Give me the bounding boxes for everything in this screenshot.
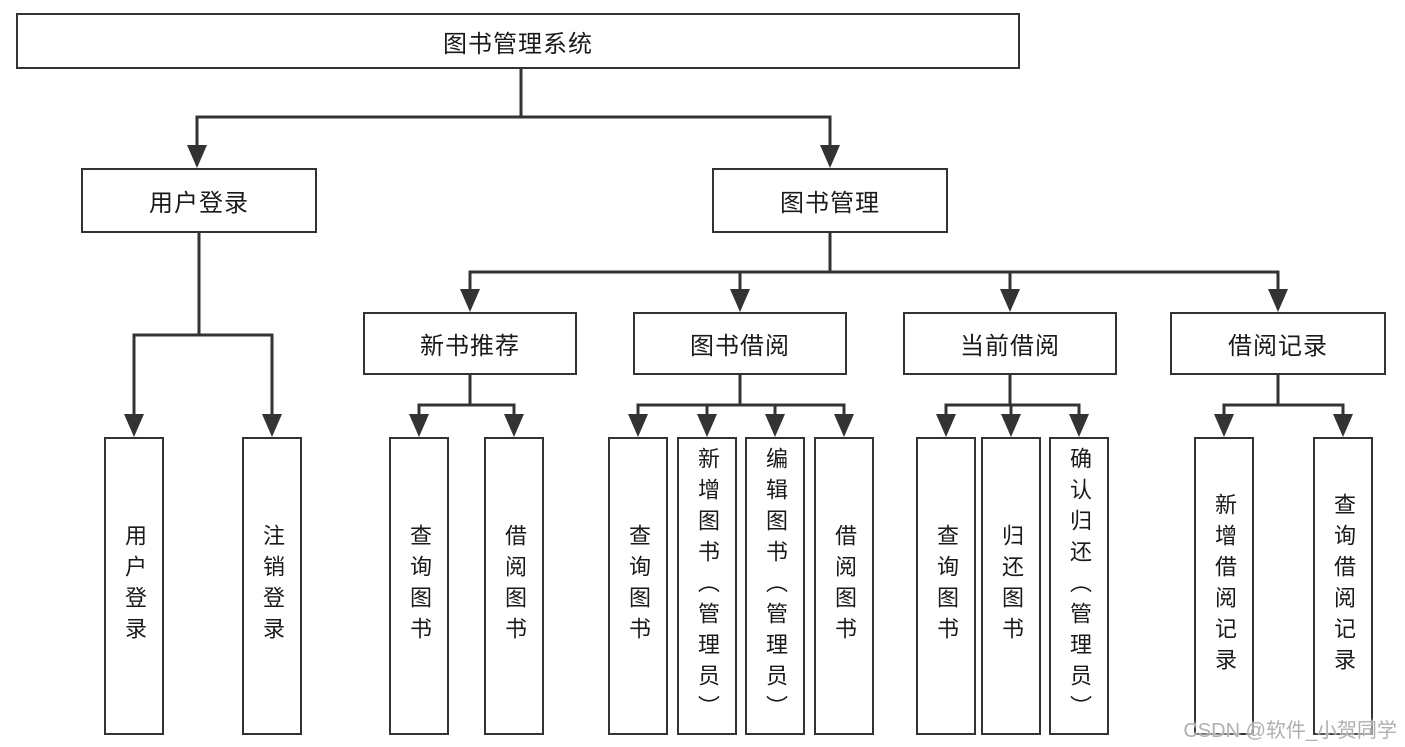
node-label: 确认归还（管理员） xyxy=(1067,446,1092,726)
node-label: 注销登录 xyxy=(260,524,285,648)
arrowhead-down-icon xyxy=(697,414,717,437)
node-leaf-logout: 注销登录 xyxy=(242,437,302,735)
arrowhead-down-icon xyxy=(1000,289,1020,312)
node-leaf-borrow-books: 借阅图书 xyxy=(484,437,544,735)
node-label: 编辑图书（管理员） xyxy=(763,446,788,726)
arrowhead-down-icon xyxy=(409,414,429,437)
node-book-borrow: 图书借阅 xyxy=(633,312,847,375)
node-label: 新书推荐 xyxy=(420,333,520,360)
arrowhead-down-icon xyxy=(504,414,524,437)
connector-current-borrow xyxy=(936,375,1089,437)
node-label: 用户登录 xyxy=(149,190,249,217)
arrowhead-down-icon xyxy=(1001,414,1021,437)
arrowhead-down-icon xyxy=(628,414,648,437)
node-leaf-query-borrow-record: 查询借阅记录 xyxy=(1313,437,1373,735)
arrowhead-down-icon xyxy=(187,145,207,168)
node-label: 借阅图书 xyxy=(832,524,857,648)
node-label: 用户登录 xyxy=(122,524,147,648)
node-leaf-edit-books-admin: 编辑图书（管理员） xyxy=(745,437,805,735)
connector-user-login xyxy=(124,233,282,437)
node-label: 借阅记录 xyxy=(1228,333,1328,360)
node-borrow-records: 借阅记录 xyxy=(1170,312,1386,375)
node-label: 归还图书 xyxy=(999,524,1024,648)
arrowhead-down-icon xyxy=(1069,414,1089,437)
arrowhead-down-icon xyxy=(820,145,840,168)
node-label: 图书管理系统 xyxy=(443,30,593,58)
node-label: 查询图书 xyxy=(626,524,651,648)
node-label: 查询借阅记录 xyxy=(1331,493,1356,679)
node-label: 借阅图书 xyxy=(502,524,527,648)
connector-new-book-recommend xyxy=(409,375,524,437)
node-new-book-recommend: 新书推荐 xyxy=(363,312,577,375)
csdn-watermark: CSDN @软件_小贺同学 xyxy=(1183,720,1397,742)
node-leaf-add-books-admin: 新增图书（管理员） xyxy=(677,437,737,735)
node-label: 图书管理 xyxy=(780,190,880,217)
node-label: 新增借阅记录 xyxy=(1212,493,1237,679)
node-label: 查询图书 xyxy=(407,524,432,648)
arrowhead-down-icon xyxy=(1214,414,1234,437)
node-leaf-add-borrow-record: 新增借阅记录 xyxy=(1194,437,1254,735)
connector-book-borrow xyxy=(628,375,854,437)
arrowhead-down-icon xyxy=(730,289,750,312)
node-leaf-borrow-books: 借阅图书 xyxy=(814,437,874,735)
arrowhead-down-icon xyxy=(460,289,480,312)
arrowhead-down-icon xyxy=(936,414,956,437)
arrowhead-down-icon xyxy=(1268,289,1288,312)
arrowhead-down-icon xyxy=(262,414,282,437)
connector-root xyxy=(187,69,840,168)
connector-book-management xyxy=(460,233,1288,312)
connector-borrow-records xyxy=(1214,375,1353,437)
node-label: 新增图书（管理员） xyxy=(695,446,720,726)
node-label: 当前借阅 xyxy=(960,333,1060,360)
node-current-borrow: 当前借阅 xyxy=(903,312,1117,375)
node-user-login: 用户登录 xyxy=(81,168,317,233)
node-leaf-return-books: 归还图书 xyxy=(981,437,1041,735)
arrowhead-down-icon xyxy=(765,414,785,437)
arrowhead-down-icon xyxy=(124,414,144,437)
node-book-management: 图书管理 xyxy=(712,168,948,233)
node-leaf-user-login: 用户登录 xyxy=(104,437,164,735)
node-leaf-confirm-return-admin: 确认归还（管理员） xyxy=(1049,437,1109,735)
arrowhead-down-icon xyxy=(834,414,854,437)
node-leaf-query-books: 查询图书 xyxy=(608,437,668,735)
node-label: 图书借阅 xyxy=(690,333,790,360)
arrowhead-down-icon xyxy=(1333,414,1353,437)
node-root: 图书管理系统 xyxy=(16,13,1020,69)
node-label: 查询图书 xyxy=(934,524,959,648)
node-leaf-query-books: 查询图书 xyxy=(916,437,976,735)
node-leaf-query-books: 查询图书 xyxy=(389,437,449,735)
